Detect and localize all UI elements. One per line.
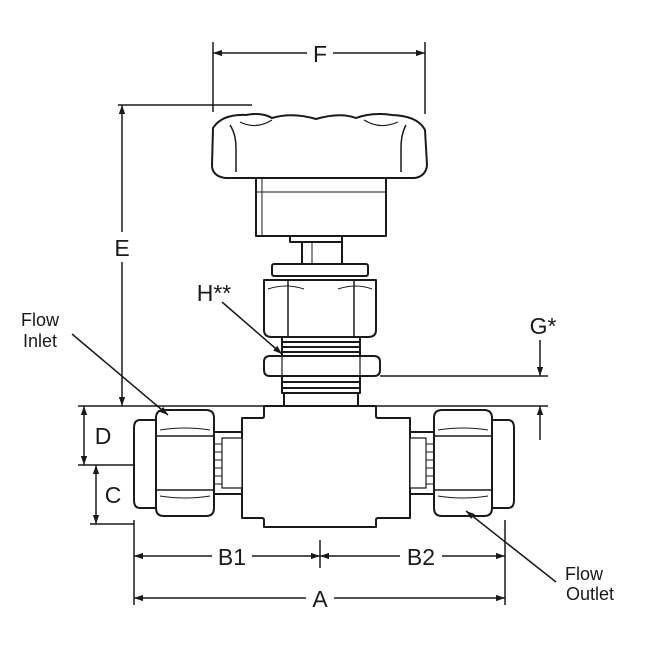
packing-nut [263, 263, 377, 338]
inlet-compression-nut [155, 409, 215, 517]
label-dim-h: H** [197, 280, 232, 306]
label-dim-b1: B1 [218, 544, 246, 570]
label-dim-d: D [95, 423, 112, 449]
flow-inlet-label-line1: Flow [21, 310, 60, 330]
bonnet-thread-lower [281, 375, 361, 407]
flow-outlet-label-line1: Flow [565, 564, 604, 584]
handle-body [255, 177, 387, 237]
label-dim-e: E [114, 235, 129, 261]
inlet-tube-end [133, 419, 157, 509]
flow-outlet-label-line2: Outlet [566, 584, 614, 604]
flow-inlet-label-line2: Inlet [23, 331, 57, 351]
label-dim-c: C [105, 482, 122, 508]
handle-knob [211, 113, 428, 179]
inlet-tube-stub [213, 431, 243, 495]
outlet-tube-end [491, 419, 515, 509]
label-dim-a: A [312, 586, 328, 612]
label-dim-b2: B2 [407, 544, 435, 570]
outlet-compression-nut [433, 409, 493, 517]
label-dim-g: G* [530, 313, 557, 339]
outlet-tube-stub [409, 431, 435, 495]
bonnet-thread-upper [281, 336, 361, 357]
panel-nut [263, 355, 381, 377]
valve-body [241, 405, 411, 528]
stem [289, 235, 343, 265]
label-dim-f: F [313, 41, 327, 67]
